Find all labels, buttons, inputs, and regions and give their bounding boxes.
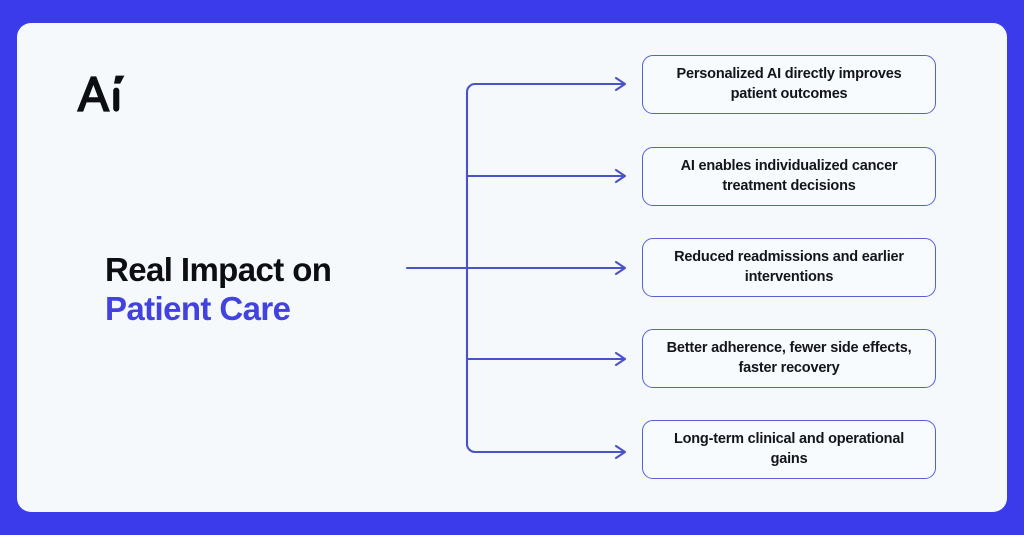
outcome-label: Long-term clinical and operational gains bbox=[673, 431, 905, 467]
headline-line-1: Real Impact on bbox=[105, 251, 332, 288]
outcome-label: Personalized AI directly improves patien… bbox=[676, 66, 902, 102]
outcome-box-1[interactable]: Personalized AI directly improves patien… bbox=[642, 55, 936, 114]
outcome-label: Better adherence, fewer side effects, fa… bbox=[666, 340, 912, 376]
outcome-box-5[interactable]: Long-term clinical and operational gains bbox=[642, 420, 936, 479]
outcome-box-2[interactable]: AI enables individualized cancer treatme… bbox=[642, 147, 936, 206]
outcome-label: AI enables individualized cancer treatme… bbox=[680, 158, 898, 194]
content-card: Real Impact on Patient Care bbox=[17, 23, 1007, 512]
page-title: Real Impact on Patient Care bbox=[105, 251, 435, 329]
outcome-box-4[interactable]: Better adherence, fewer side effects, fa… bbox=[642, 329, 936, 388]
outcome-label: Reduced readmissions and earlier interve… bbox=[674, 249, 904, 285]
outcome-box-3[interactable]: Reduced readmissions and earlier interve… bbox=[642, 238, 936, 297]
ai-logo bbox=[73, 73, 129, 115]
headline-line-2: Patient Care bbox=[105, 289, 291, 327]
